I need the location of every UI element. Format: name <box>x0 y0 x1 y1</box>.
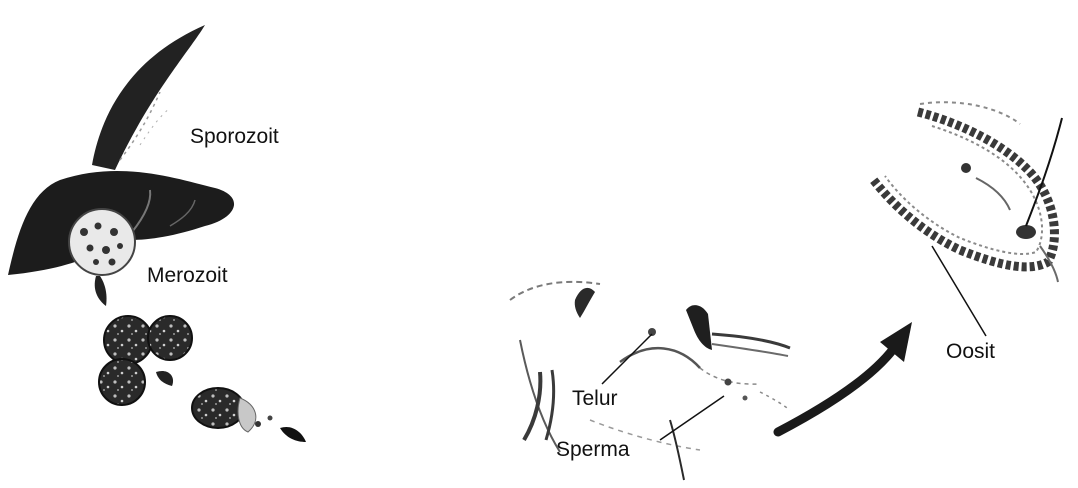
sperma-pointer-line <box>660 396 724 440</box>
label-telur: Telur <box>572 387 618 410</box>
ruptured-cell-merozoites <box>192 388 306 442</box>
label-sperma: Sperma <box>556 438 630 461</box>
infected-red-blood-cells <box>99 316 192 405</box>
mosquito-proboscis <box>92 25 205 170</box>
hepatocyte-cluster <box>69 209 135 306</box>
progression-arrow-icon <box>778 322 912 432</box>
label-merozoit: Merozoit <box>147 264 228 287</box>
telur-pointer-line <box>602 334 652 384</box>
midgut-wall-oocyst <box>872 102 1062 282</box>
label-sporozoit: Sporozoit <box>190 125 279 148</box>
label-oosit: Oosit <box>946 340 995 363</box>
mosquito-midgut-sketch <box>510 282 790 480</box>
